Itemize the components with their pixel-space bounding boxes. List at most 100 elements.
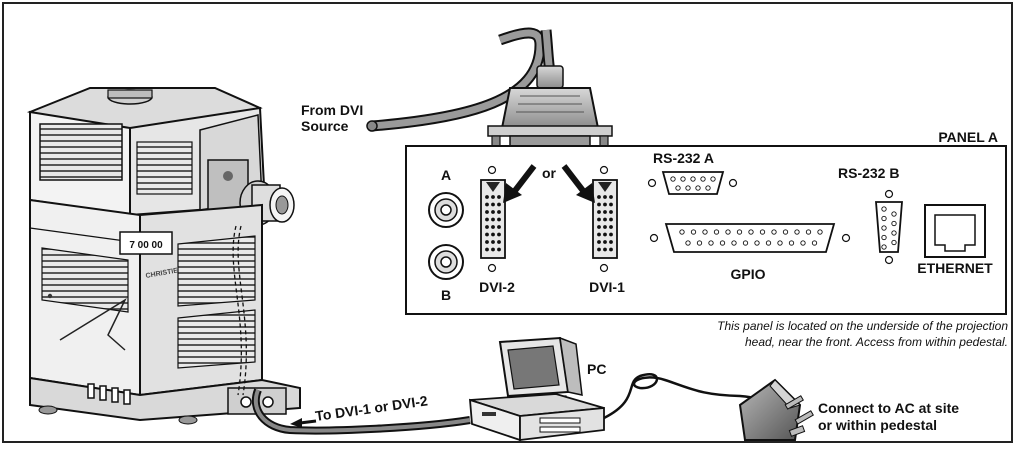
rs232b-pin [891,230,897,236]
dvi-1-label: DVI-1 [589,279,625,295]
rs232a-pin [680,176,686,182]
gpio-pin [748,229,754,235]
rs232a-pin [695,185,701,191]
dvi-pin [491,195,495,199]
dvi-pin [497,210,501,214]
rs232a-pin [690,176,696,182]
rs232b-pin [881,215,887,222]
gpio-pin [725,229,731,235]
rs232b-pin [881,225,887,231]
gpio-pin [736,229,743,235]
source-label-line2: Source [301,118,349,134]
dvi-pin [603,217,607,222]
rs232b-port [875,189,903,265]
rs232a-pin [700,176,706,182]
dvi-pin [597,202,601,207]
dvi-pin [597,232,601,237]
gpio-pin [805,229,812,235]
rs232a-pin [710,176,716,182]
gpio-pin [777,240,783,246]
bnc-b-label: B [441,287,451,303]
rs232b-pin [881,244,887,250]
dvi-pin [485,202,489,207]
dvi-pin [491,225,495,229]
dvi-pin [609,217,613,222]
pc [468,336,605,442]
dvi-pin [485,195,489,199]
projector-display: 7 00 00 [129,240,163,251]
gpio-pin [719,240,726,246]
pc-to-projector-cable [251,388,471,435]
arrow-to-dvi-1 [561,164,595,203]
gpio-pin [754,240,760,246]
panel-note-line2: head, near the front. Access from within… [745,335,1008,349]
dvi-pin [491,202,495,207]
dvi-pin [597,210,601,214]
gpio-label: GPIO [730,266,765,282]
dvi-pin [603,240,607,244]
rs232a-pin [685,185,691,191]
rs232b-pin [881,234,887,241]
rs232a-pin [675,185,681,191]
dvi-pin [603,232,607,237]
dvi-pin [609,247,613,252]
bnc-b-connector [428,244,464,280]
dvi-pin [485,217,489,222]
dvi-pin [491,217,495,222]
ethernet-label: ETHERNET [917,260,993,276]
gpio-pin [788,240,795,246]
dvi-pin [485,240,489,244]
ac-label-line2: or within pedestal [818,417,937,433]
dvi-pin [597,247,601,252]
dvi-pin [485,225,489,229]
rs232b-pin [891,211,897,217]
power-cord [603,373,781,420]
dvi-pin [603,195,607,199]
dvi-pin [497,202,501,207]
dvi-pin [485,232,489,237]
dvi-pin [597,225,601,229]
dvi-pin [597,217,601,222]
rs232b-pin [891,220,897,227]
dvi-pin [497,225,501,229]
rs232a-pin [705,185,711,191]
dvi-pin [491,240,495,244]
gpio-pin [685,240,691,246]
gpio-pin [708,240,714,246]
pc-label: PC [587,361,606,377]
gpio-pin [713,229,720,235]
gpio-pin [765,240,772,246]
ethernet-port [924,204,986,258]
dvi-pin [497,247,501,252]
gpio-pin [696,240,703,246]
dvi-pin [485,210,489,214]
dvi-pin [603,210,607,214]
gpio-pin [679,229,685,235]
gpio-pin [690,229,697,235]
panel-a: PANEL A A B DVI-2 [405,129,1007,315]
rs232a-label: RS-232 A [653,150,714,166]
gpio-pin [759,229,766,235]
gpio-pin [817,229,823,235]
or-label: or [542,165,557,181]
ac-plug [738,378,814,441]
gpio-pin [782,229,789,235]
dvi-pin [497,232,501,237]
dvi-pin [603,202,607,207]
gpio-pin [794,229,800,235]
dvi-pin [609,202,613,207]
dvi-pin [609,195,613,199]
dvi-1-port [592,165,618,273]
dvi-pin [609,240,613,244]
rs232b-pin [881,206,887,212]
gpio-pin [702,229,708,235]
rs232a-port [647,171,738,195]
rs232b-pin [891,239,897,246]
gpio-pin [731,240,737,246]
source-label-line1: From DVI [301,102,363,118]
cable-label-arrow [290,418,317,428]
dvi-pin [597,240,601,244]
gpio-pin [811,240,818,246]
rs232a-pin [670,176,676,182]
